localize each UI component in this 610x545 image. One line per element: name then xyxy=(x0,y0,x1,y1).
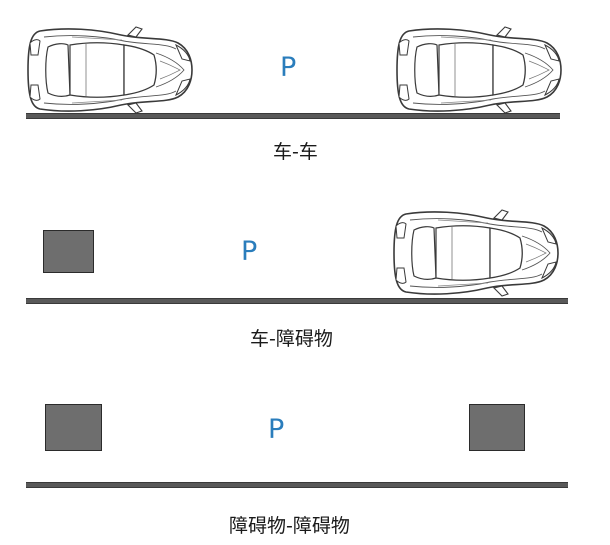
curb-line xyxy=(26,298,568,304)
parking-p-icon: P xyxy=(280,52,297,83)
curb-line xyxy=(26,482,568,488)
parking-p-icon: P xyxy=(268,414,285,445)
parking-p-icon: P xyxy=(241,236,258,267)
scenario-caption: 车-车 xyxy=(273,141,318,163)
scenario-caption: 障碍物-障碍物 xyxy=(229,515,350,537)
scenario-caption: 车-障碍物 xyxy=(250,328,333,350)
scenario-car-obstacle: P 车-障碍物 xyxy=(26,209,568,350)
scenario-car-car: P 车-车 xyxy=(0,0,610,180)
obstacle-block-icon xyxy=(469,404,525,451)
curb-line xyxy=(26,113,560,119)
obstacle-block-icon xyxy=(43,230,94,273)
obstacle-block-icon xyxy=(45,404,102,451)
